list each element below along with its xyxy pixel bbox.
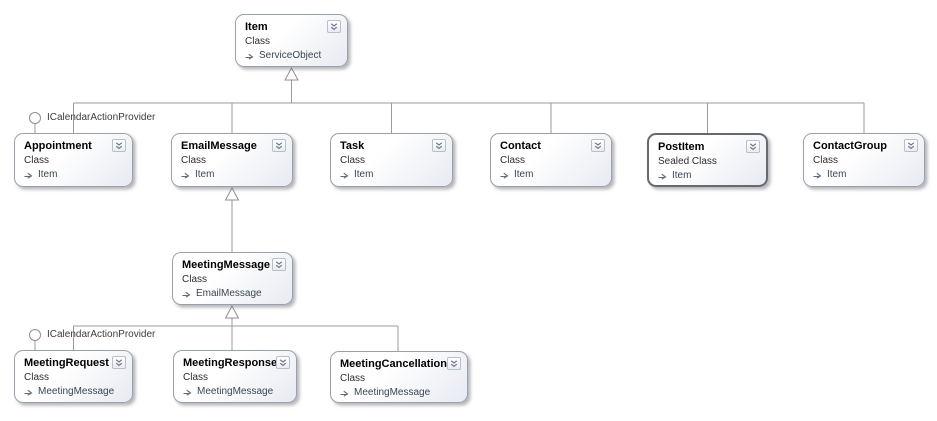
class-node-contact[interactable]: Contact Class Item (490, 133, 612, 187)
double-chevron-down-icon (907, 141, 915, 149)
double-chevron-down-icon (275, 260, 283, 268)
class-title: EmailMessage (181, 140, 257, 152)
inherits-arrow-icon (182, 291, 191, 298)
class-kind-label: Class (340, 155, 366, 166)
inherits-arrow-icon (183, 389, 192, 396)
class-node-meetingcancellation[interactable]: MeetingCancellation Class MeetingMessage (330, 351, 468, 403)
base-type-label: Item (672, 170, 692, 181)
class-node-meetingresponse[interactable]: MeetingResponse Class MeetingMessage (173, 350, 297, 403)
class-node-emailmessage[interactable]: EmailMessage Class Item (171, 133, 293, 187)
interface-label: ICalendarActionProvider (47, 112, 156, 123)
collapse-button[interactable] (904, 139, 918, 152)
base-type-label: MeetingMessage (38, 386, 115, 397)
class-kind-label: Class (340, 373, 366, 384)
base-type-label: Item (514, 169, 534, 180)
base-type-label: MeetingMessage (354, 387, 431, 398)
base-type-label: ServiceObject (259, 50, 322, 61)
class-kind-label: Class (245, 36, 271, 47)
interface-lollipop-icon[interactable] (29, 329, 41, 341)
inheritance-triangle-icon (224, 304, 240, 319)
double-chevron-down-icon (279, 358, 287, 366)
collapse-button[interactable] (447, 357, 461, 370)
collapse-button[interactable] (432, 139, 446, 152)
inherits-arrow-icon (813, 172, 822, 179)
base-type-label: Item (354, 169, 374, 180)
inherits-arrow-icon (24, 172, 33, 179)
double-chevron-down-icon (115, 141, 123, 149)
double-chevron-down-icon (275, 141, 283, 149)
base-type-label: MeetingMessage (197, 386, 274, 397)
class-node-task[interactable]: Task Class Item (330, 133, 453, 187)
double-chevron-down-icon (435, 141, 443, 149)
class-kind-label: Sealed Class (658, 156, 717, 167)
class-kind-label: Class (24, 372, 50, 383)
class-title: Item (245, 21, 268, 33)
interface-label: ICalendarActionProvider (47, 329, 156, 340)
collapse-button[interactable] (746, 140, 760, 153)
class-kind-label: Class (183, 372, 209, 383)
inherits-arrow-icon (500, 172, 509, 179)
collapse-button[interactable] (591, 139, 605, 152)
collapse-button[interactable] (272, 258, 286, 271)
inherits-arrow-icon (245, 53, 254, 60)
double-chevron-down-icon (115, 358, 123, 366)
class-kind-label: Class (24, 155, 50, 166)
class-node-appointment[interactable]: Appointment Class Item (14, 133, 133, 187)
class-node-item[interactable]: Item Class ServiceObject (235, 14, 348, 67)
double-chevron-down-icon (749, 142, 757, 150)
class-title: ContactGroup (813, 140, 887, 152)
base-type-label: Item (38, 169, 58, 180)
inherits-arrow-icon (340, 172, 349, 179)
base-type-label: Item (195, 169, 215, 180)
collapse-button[interactable] (276, 356, 290, 369)
class-kind-label: Class (500, 155, 526, 166)
base-type-label: EmailMessage (196, 288, 262, 299)
double-chevron-down-icon (450, 359, 458, 367)
double-chevron-down-icon (330, 22, 338, 30)
class-kind-label: Class (813, 155, 839, 166)
collapse-button[interactable] (112, 356, 126, 369)
class-title: Contact (500, 140, 541, 152)
double-chevron-down-icon (594, 141, 602, 149)
class-title: MeetingCancellation (340, 358, 447, 370)
class-kind-label: Class (182, 274, 208, 285)
class-node-meetingmessage[interactable]: MeetingMessage Class EmailMessage (172, 252, 293, 305)
inheritance-triangle-icon (224, 186, 240, 201)
class-kind-label: Class (181, 155, 207, 166)
inherits-arrow-icon (181, 172, 190, 179)
class-title: MeetingRequest (24, 357, 109, 369)
class-node-contactgroup[interactable]: ContactGroup Class Item (803, 133, 925, 187)
class-title: MeetingResponse (183, 357, 278, 369)
inherits-arrow-icon (658, 173, 667, 180)
inherits-arrow-icon (340, 390, 349, 397)
inherits-arrow-icon (24, 389, 33, 396)
base-type-label: Item (827, 169, 847, 180)
collapse-button[interactable] (327, 20, 341, 33)
class-node-postitem[interactable]: PostItem Sealed Class Item (647, 133, 768, 187)
class-title: Task (340, 140, 365, 152)
class-title: MeetingMessage (182, 259, 271, 271)
interface-lollipop-icon[interactable] (29, 112, 41, 124)
inheritance-triangle-icon (284, 66, 299, 81)
class-title: Appointment (24, 140, 92, 152)
collapse-button[interactable] (272, 139, 286, 152)
collapse-button[interactable] (112, 139, 126, 152)
class-title: PostItem (658, 141, 705, 153)
class-node-meetingrequest[interactable]: MeetingRequest Class MeetingMessage (14, 350, 133, 403)
